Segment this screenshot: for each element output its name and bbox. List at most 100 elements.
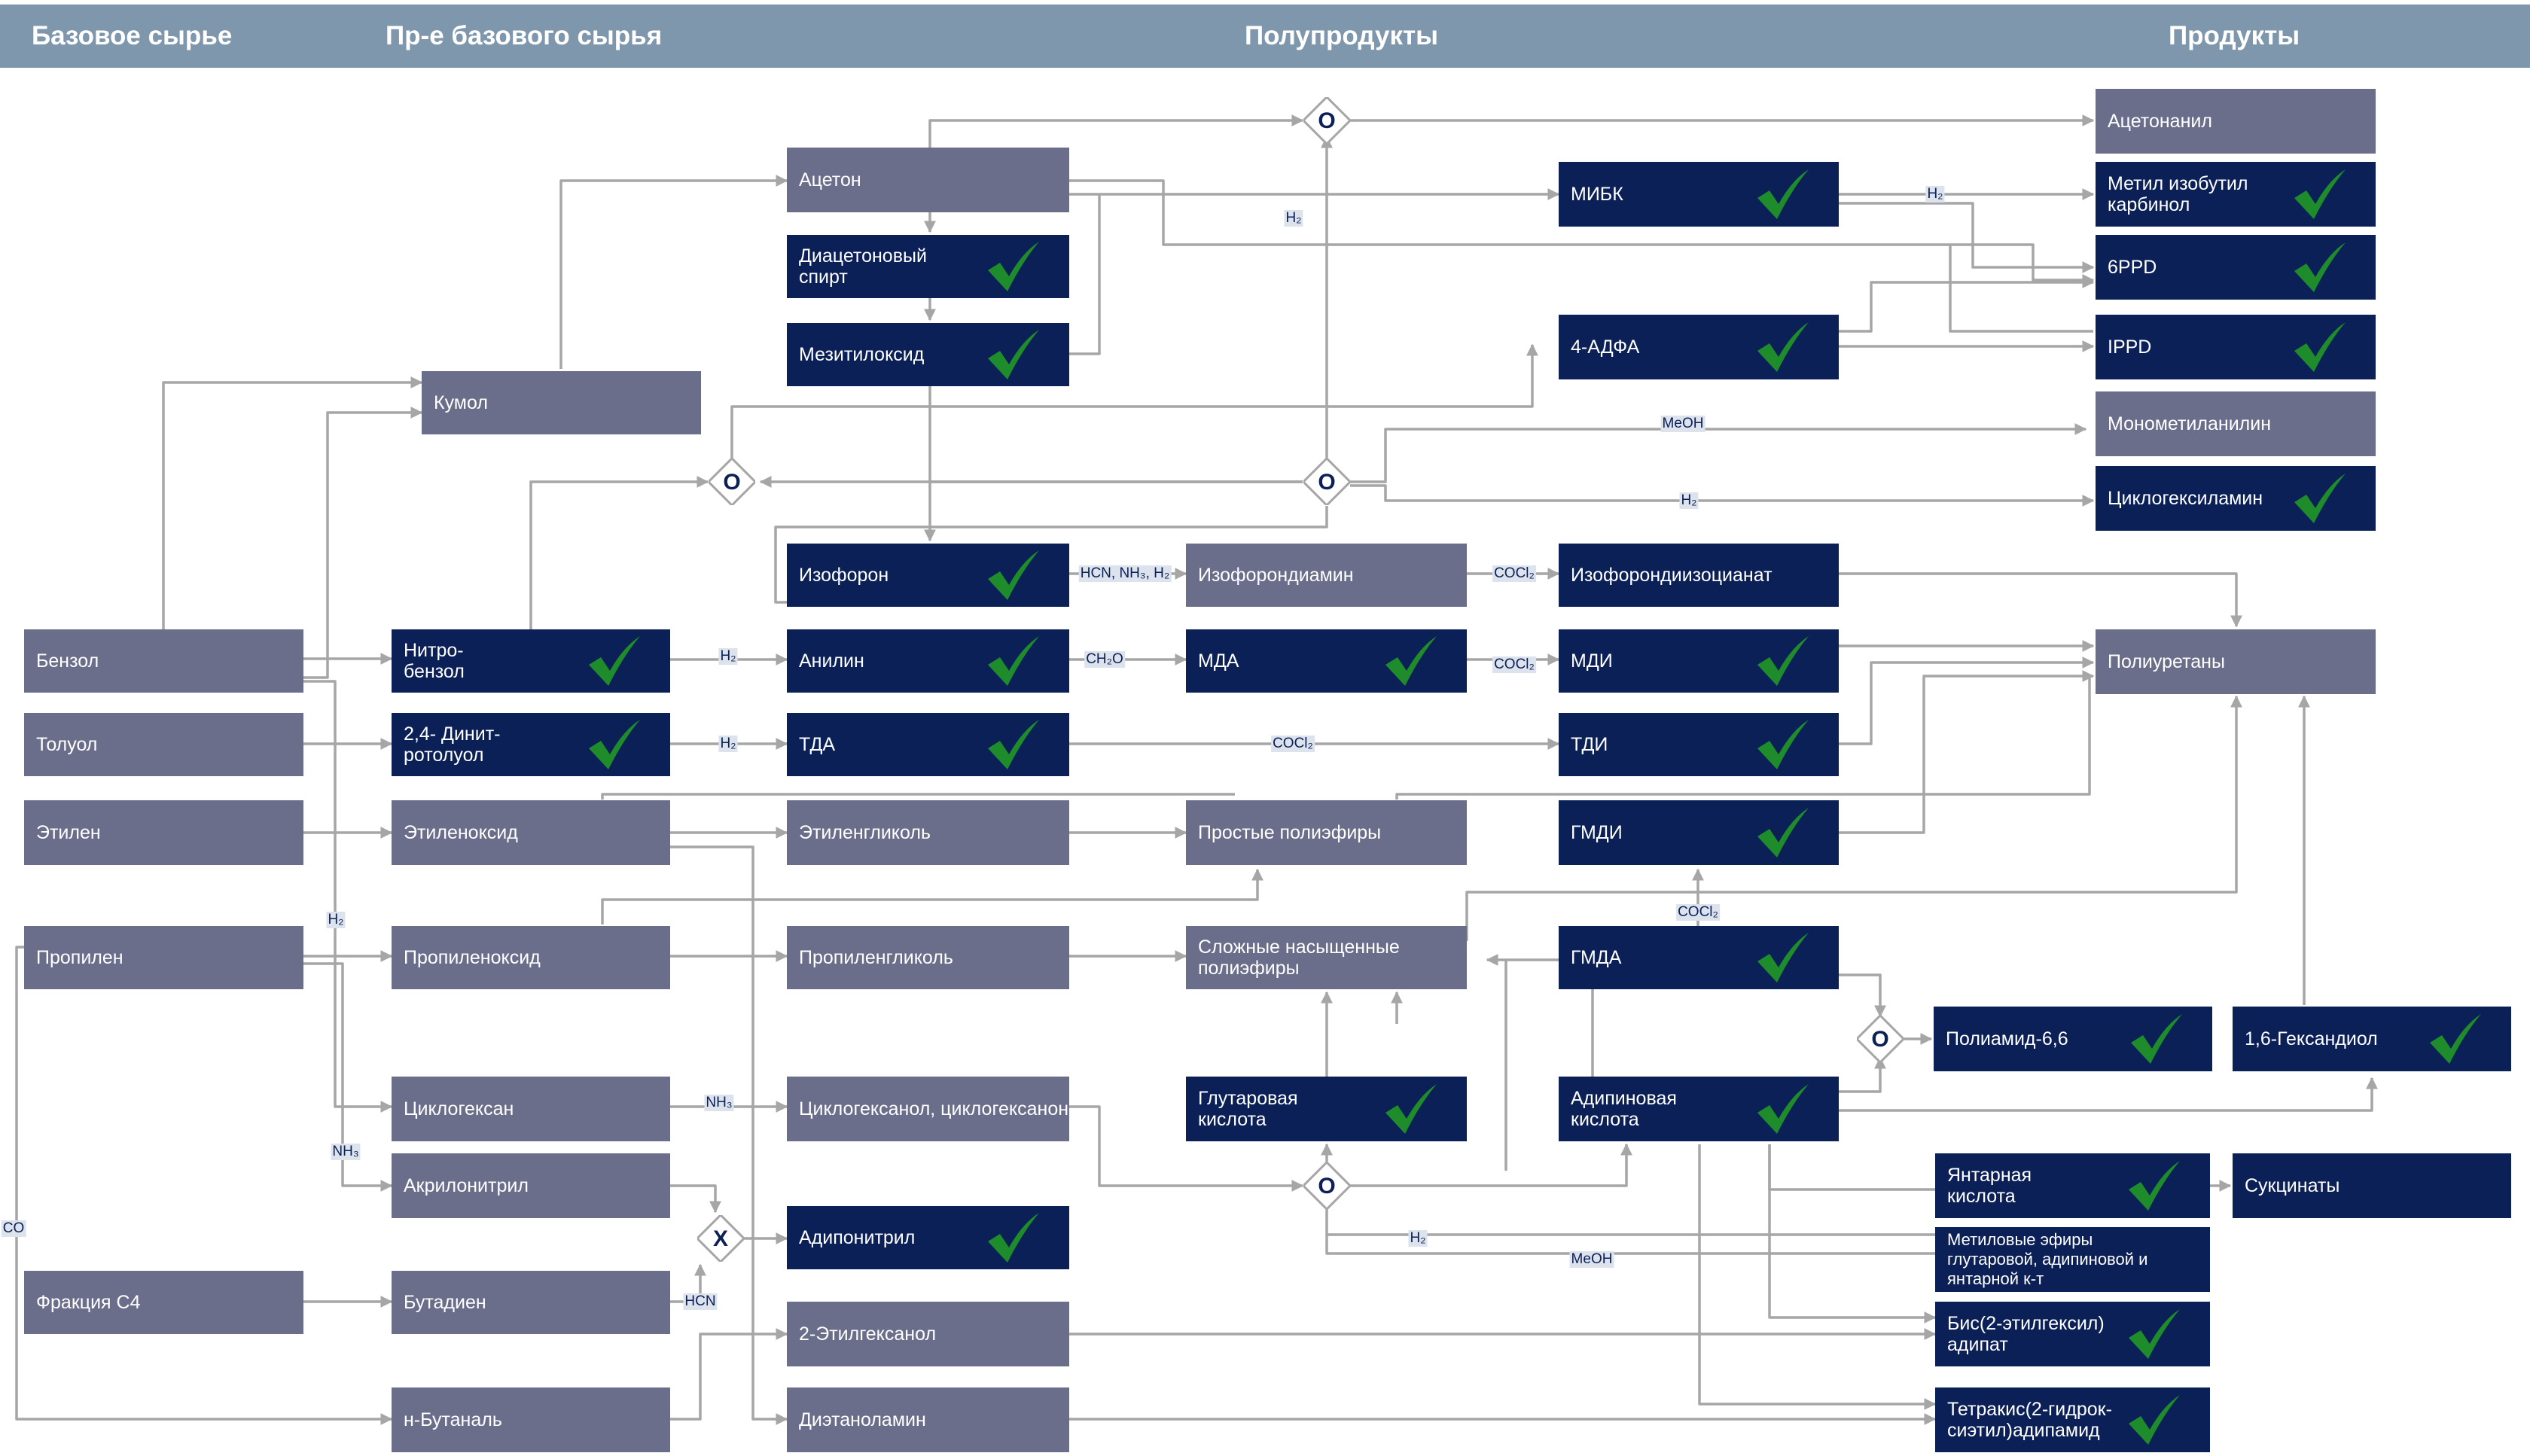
edge-label-ch2o: CH₂O: [1084, 651, 1125, 668]
node-toluol-label: Толуол: [36, 734, 98, 755]
node-frakciya-c4: Фракция С4: [24, 1271, 303, 1334]
check-icon: [988, 550, 1039, 600]
node-ciklogeksanol: Циклогексанол, циклогексанон: [787, 1077, 1069, 1141]
node-diacetonovyi-spirt-label: Диацетоновый спирт: [799, 245, 927, 288]
node-acetonanil: Ацетонанил: [2096, 89, 2376, 154]
node-butadien: Бутадиен: [392, 1271, 670, 1334]
edge-label-cocl2: COCl₂: [1271, 736, 1315, 752]
node-izoforon-label: Изофорон: [799, 565, 889, 586]
node-adiponitril: Адипонитрил: [787, 1206, 1069, 1269]
node-etilenoksid-label: Этиленоксид: [404, 822, 518, 843]
node-sukcinaty-label: Сукцинаты: [2245, 1175, 2340, 1196]
edge-label-co: CO: [1, 1220, 26, 1237]
node-bis-etilgeksil-adipat: Бис(2-этилгексил) адипат: [1935, 1302, 2210, 1366]
node-mibk: МИБК: [1559, 162, 1839, 227]
node-gmdi: ГМДИ: [1559, 800, 1839, 865]
hub-o-poliamid: O: [1857, 1016, 1904, 1062]
node-tetrakis-label: Тетракис(2-гидрок- сиэтил)адипамид: [1947, 1399, 2112, 1441]
node-propilenoksid-label: Пропиленоксид: [404, 947, 541, 968]
node-metilovye-efiry: Метиловые эфиры глутаровой, адипиновой и…: [1935, 1227, 2210, 1292]
edge-label-hcn-nh3-h2: HCN, NH₃, H₂: [1078, 565, 1172, 582]
edge-label-nh3: NH₃: [704, 1095, 734, 1111]
edge-label-cocl2: COCl₂: [1492, 656, 1536, 673]
node-poliuretany: Полиуретаны: [2096, 629, 2376, 694]
node-poliamid-label: Полиамид-6,6: [1946, 1028, 2068, 1049]
node-bis-etilgeksil-adipat-label: Бис(2-этилгексил) адипат: [1947, 1313, 2105, 1355]
node-propilen: Пропилен: [24, 926, 303, 989]
node-yantarnaya: Янтарная кислота: [1935, 1153, 2210, 1218]
node-adipinovaya-label: Адипиновая кислота: [1571, 1088, 1677, 1130]
node-monometilanilin: Монометиланилин: [2096, 391, 2376, 456]
check-icon: [2129, 1309, 2180, 1359]
column-header-intermediates: Полупродукты: [1245, 21, 1438, 50]
check-icon: [988, 720, 1039, 769]
node-prostye-poliefiry: Простые полиэфиры: [1186, 800, 1467, 865]
node-dietanolamin: Диэтаноламин: [787, 1387, 1069, 1452]
node-acetonanil-label: Ацетонанил: [2108, 111, 2212, 132]
check-icon: [988, 330, 1039, 379]
node-6ppd: 6PPD: [2096, 235, 2376, 300]
hub-o-top: O: [1303, 97, 1350, 144]
check-icon: [2131, 1014, 2182, 1064]
node-etilenoksid: Этиленоксид: [392, 800, 670, 865]
check-icon: [1757, 1084, 1809, 1134]
edge-label-h2: H₂: [1679, 492, 1699, 509]
hub-o-left: O: [709, 458, 755, 505]
node-izoforondiizocianat-label: Изофорондиизоцианат: [1571, 565, 1773, 586]
node-etilgeksanol-label: 2-Этилгексанол: [799, 1323, 937, 1345]
hub-x-symbol: X: [713, 1226, 728, 1251]
node-gmda: ГМДА: [1559, 926, 1839, 989]
check-icon: [589, 636, 640, 686]
node-tda: ТДА: [787, 713, 1069, 776]
node-mda: МДА: [1186, 629, 1467, 693]
edge-label-nh3: NH₃: [331, 1144, 361, 1160]
node-ippd-label: IPPD: [2108, 337, 2152, 358]
node-propilenoksid: Пропиленоксид: [392, 926, 670, 989]
node-izoforondiamin-label: Изофорондиамин: [1198, 565, 1354, 586]
check-icon: [988, 1213, 1039, 1263]
edge-label-h2: H₂: [1408, 1230, 1428, 1247]
node-dinitrotoluol-label: 2,4- Динит- ротолуол: [404, 723, 501, 766]
column-header-base-feedstock: Базовое сырье: [32, 21, 233, 50]
hub-o-poliamid-symbol: O: [1871, 1027, 1888, 1052]
node-aceton-label: Ацетон: [799, 169, 861, 190]
node-glutarovaya-label: Глутаровая кислота: [1198, 1088, 1298, 1130]
check-icon: [2294, 242, 2346, 292]
node-ciklogeksanol-label: Циклогексанол, циклогексанон: [799, 1098, 1069, 1119]
node-akrilonitril: Акрилонитрил: [392, 1153, 670, 1218]
node-dietanolamin-label: Диэтаноламин: [799, 1409, 926, 1430]
node-mezitiloksid-label: Мезитилоксид: [799, 344, 925, 365]
node-frakciya-c4-label: Фракция С4: [36, 1292, 141, 1313]
edge-label-cocl2: COCl₂: [1492, 565, 1536, 582]
node-benzol-label: Бензол: [36, 650, 99, 672]
node-monometilanilin-label: Монометиланилин: [2108, 413, 2272, 434]
check-icon: [1385, 636, 1437, 686]
node-diacetonovyi-spirt: Диацетоновый спирт: [787, 235, 1069, 298]
node-mezitiloksid: Мезитилоксид: [787, 323, 1069, 386]
node-propilen-label: Пропилен: [36, 947, 123, 968]
node-kumol: Кумол: [422, 371, 701, 434]
check-icon: [1757, 933, 1809, 982]
hub-o-mid-symbol: O: [1318, 470, 1335, 495]
node-dinitrotoluol: 2,4- Динит- ротолуол: [392, 713, 670, 776]
check-icon: [988, 242, 1039, 291]
node-aceton: Ацетон: [787, 148, 1069, 212]
node-poliamid: Полиамид-6,6: [1934, 1007, 2212, 1071]
node-tetrakis: Тетракис(2-гидрок- сиэтил)адипамид: [1935, 1387, 2210, 1452]
node-ciklogeksan-label: Циклогексан: [404, 1098, 514, 1119]
check-icon: [988, 636, 1039, 686]
node-mibk-label: МИБК: [1571, 184, 1623, 205]
hub-o-top-symbol: O: [1318, 108, 1335, 133]
hub-x: X: [697, 1215, 744, 1262]
node-propilenglikol-label: Пропиленгликоль: [799, 947, 953, 968]
node-akrilonitril-label: Акрилонитрил: [404, 1175, 529, 1196]
edge-label-h2: H₂: [1925, 186, 1945, 203]
node-mda-label: МДА: [1198, 650, 1239, 672]
node-izoforon: Изофорон: [787, 544, 1069, 607]
node-adfa-label: 4-АДФА: [1571, 337, 1640, 358]
edge-label-h2: H₂: [718, 736, 738, 752]
node-etilenglikol: Этиленгликоль: [787, 800, 1069, 865]
node-nitrobenzol: Нитро- бензол: [392, 629, 670, 693]
check-icon: [2294, 169, 2346, 219]
